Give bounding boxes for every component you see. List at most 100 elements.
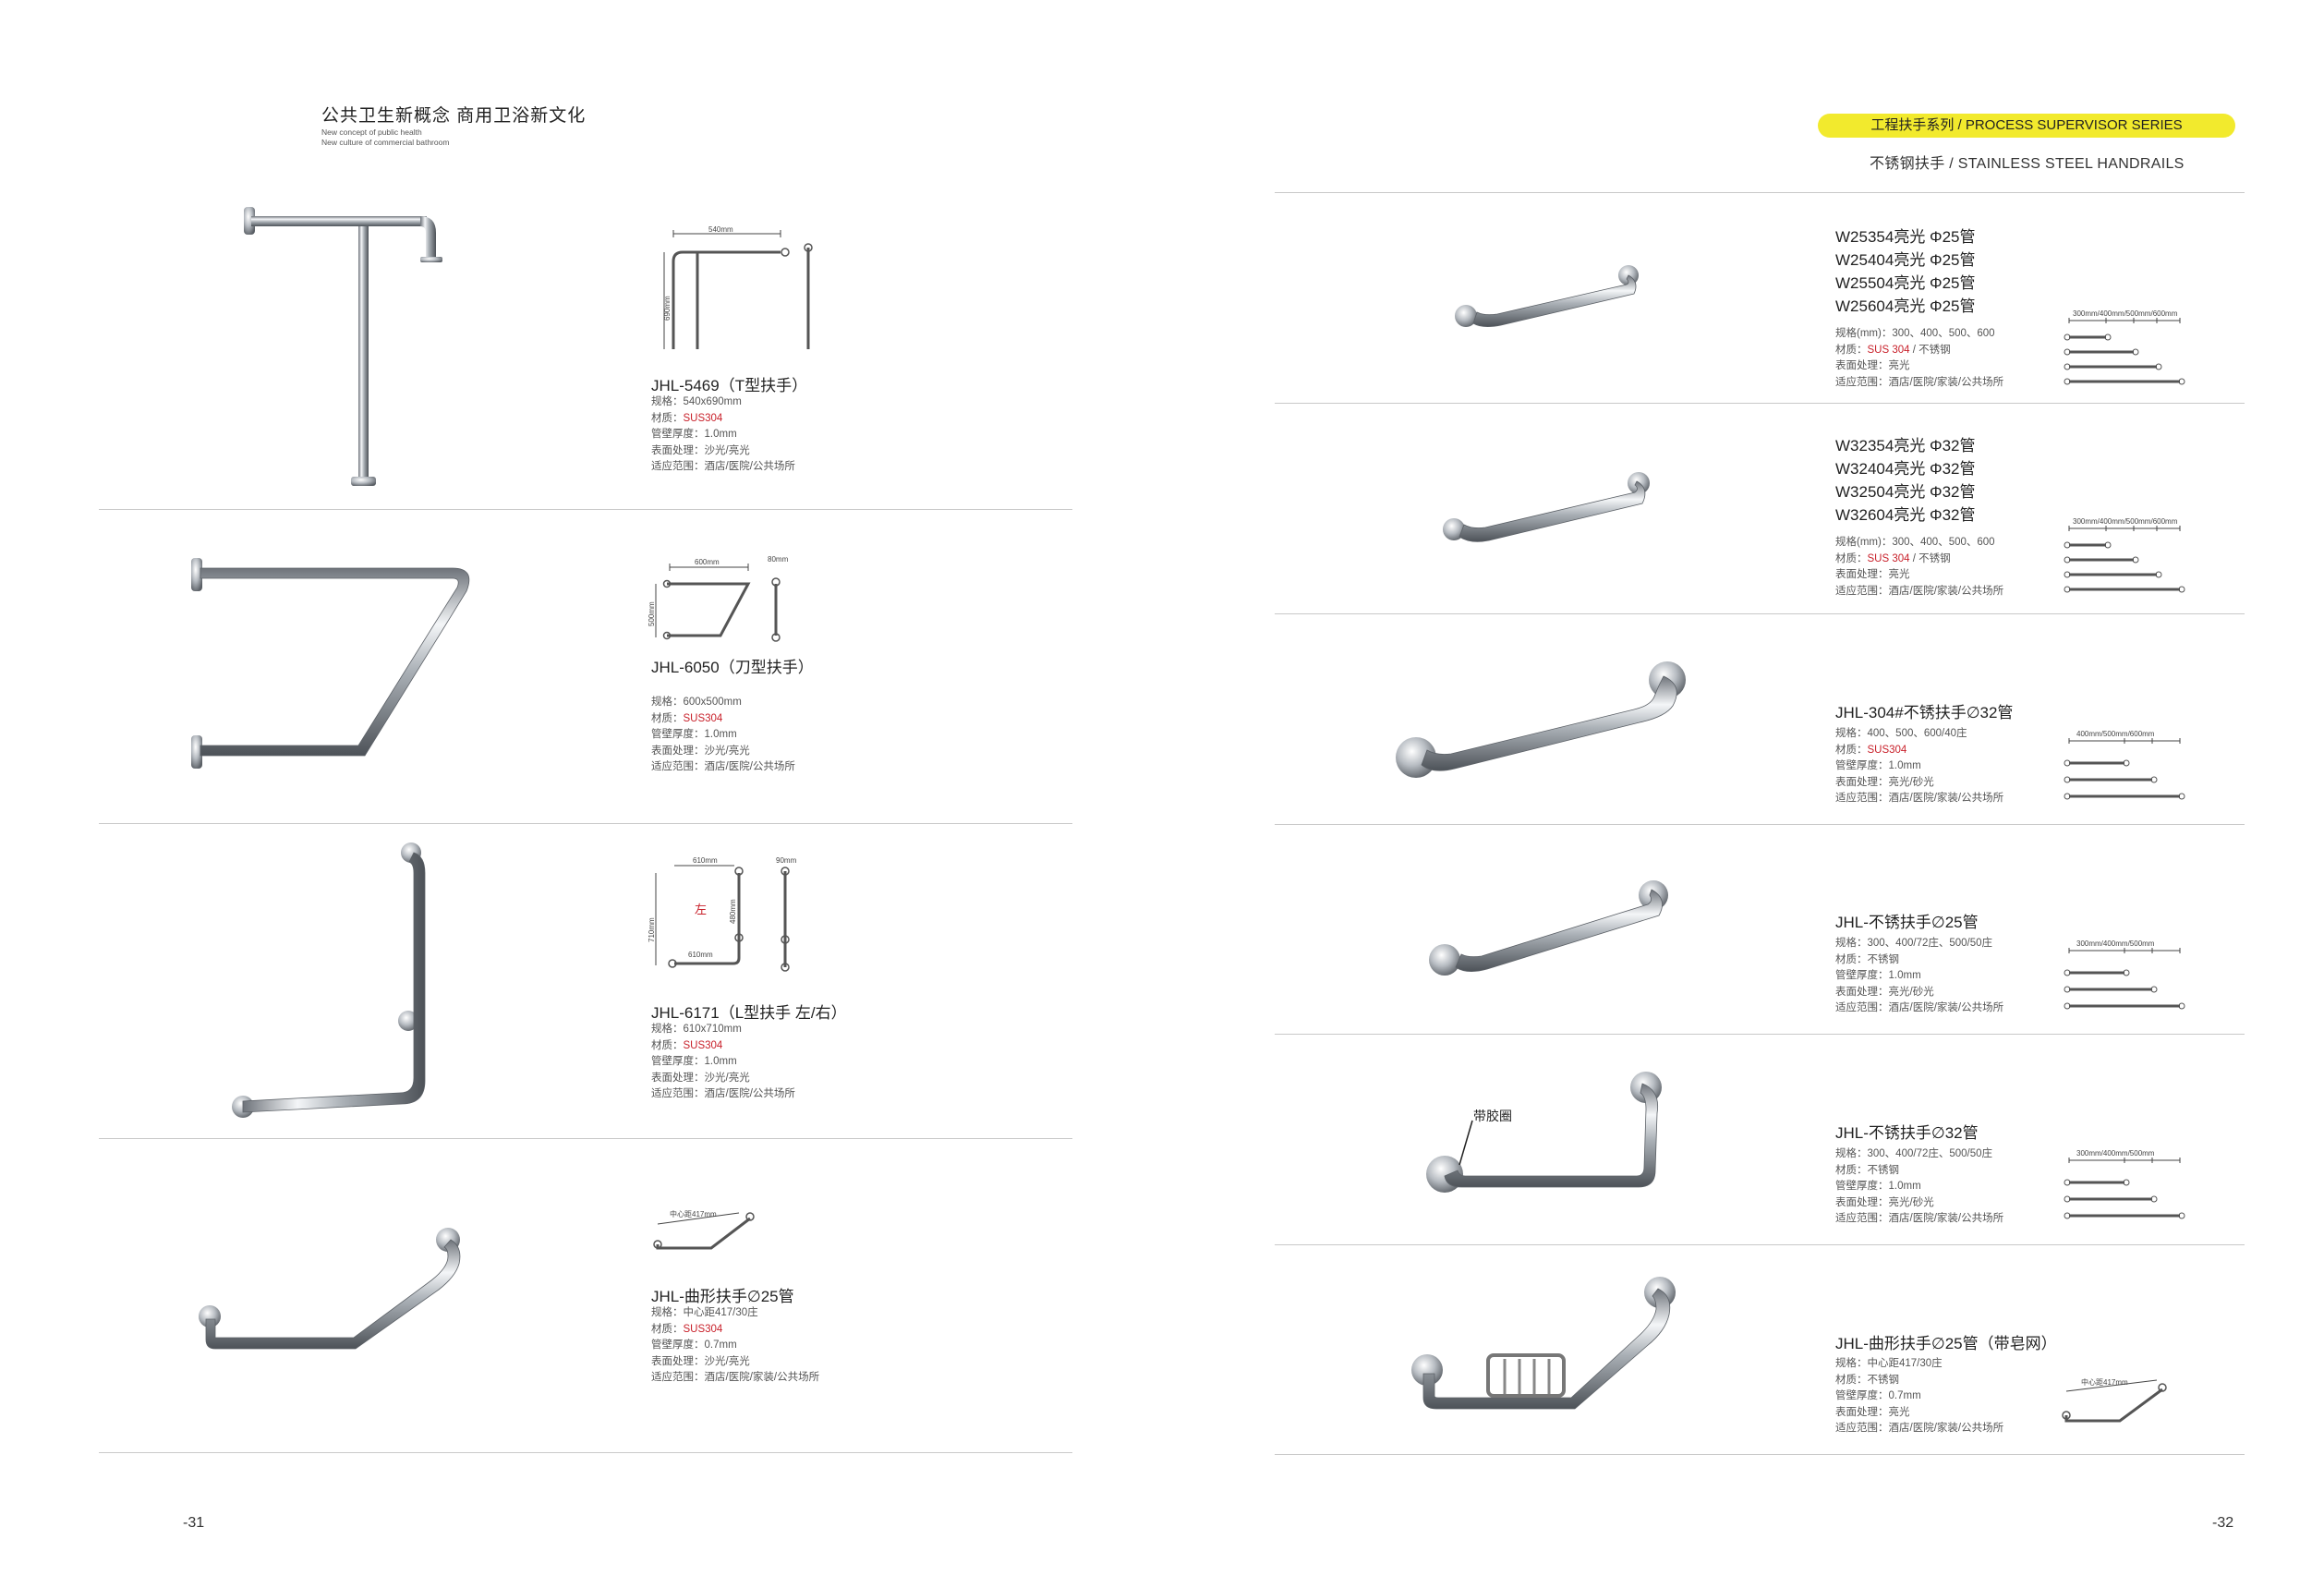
dim-label: 610mm xyxy=(688,951,713,959)
product-photo-grab-bar-32 xyxy=(1443,472,1650,542)
soap-net-icon xyxy=(1486,1353,1566,1398)
size-chart-304-handrail: 400mm/500mm/600mm xyxy=(2064,730,2185,800)
spec-row: 材质：不锈钢 xyxy=(1835,953,1899,965)
model-code: W32354亮光 Φ32管 xyxy=(1835,437,1976,455)
spec-row: 材质：不锈钢 xyxy=(1835,1164,1899,1176)
product-photo-curved-handrail xyxy=(199,1228,461,1350)
product-specs: 规格(mm)：300、400、500、600 材质：SUS 304 / 不锈钢 … xyxy=(1835,326,2003,391)
dim-label: 90mm xyxy=(776,856,797,865)
size-chart-grab-bar-32: 300mm/400mm/500mm/600mm xyxy=(2064,517,2185,593)
dim-label: 400mm/500mm/600mm xyxy=(2076,730,2155,738)
divider xyxy=(1275,1034,2245,1035)
size-chart-stainless-handrail-32: 300mm/400mm/500mm xyxy=(2064,1149,2185,1219)
spec-row: 规格(mm)：300、400、500、600 xyxy=(1835,328,1995,339)
dim-label: 610mm xyxy=(693,856,718,865)
product-specs: 规格：300、400/72庄、500/50庄 材质：不锈钢 管壁厚度：1.0mm… xyxy=(1835,1146,2003,1228)
divider xyxy=(1275,403,2245,404)
model-list: W32354亮光 Φ32管 W32404亮光 Φ32管 W32504亮光 Φ32… xyxy=(1835,434,1976,527)
left-header-subtitle-1: New concept of public health xyxy=(321,127,422,137)
spec-row: 适应范围：酒店/医院/家装/公共场所 xyxy=(1835,1423,2004,1434)
spec-row: 表面处理：亮光/砂光 xyxy=(1835,1196,1934,1208)
spec-row: 规格：中心距417/30庄 xyxy=(1835,1358,1943,1369)
product-title: JHL-曲形扶手∅25管 xyxy=(651,1288,794,1305)
left-header-title: 公共卫生新概念 商用卫浴新文化 xyxy=(321,106,587,126)
model-code: W32504亮光 Φ32管 xyxy=(1835,483,1976,501)
dim-label: 300mm/400mm/500mm xyxy=(2076,1149,2155,1158)
product-specs: 规格：中心距417/30庄 材质：不锈钢 管壁厚度：0.7mm 表面处理：亮光 … xyxy=(1835,1356,2003,1437)
divider xyxy=(99,1452,1072,1453)
spec-row: 材质：SUS 304 / 不锈钢 xyxy=(1835,344,1951,356)
spec-row: 规格(mm)：300、400、500、600 xyxy=(1835,537,1995,548)
page-number-left: -31 xyxy=(183,1515,205,1531)
product-photo-knife-handrail xyxy=(191,558,470,769)
spec-row: 适应范围：酒店/医院/家装/公共场所 xyxy=(1835,1213,2004,1224)
series-banner-text: 工程扶手系列 / PROCESS SUPERVISOR SERIES xyxy=(1870,117,2183,133)
model-code: W25404亮光 Φ25管 xyxy=(1835,251,1976,269)
spec-row: 材质：SUS304 xyxy=(651,1323,723,1335)
dim-label: 中心距417mm xyxy=(670,1209,717,1218)
rubber-ring-callout: 带胶圈 xyxy=(1473,1109,1512,1123)
divider xyxy=(99,1138,1072,1139)
spec-row: 管壁厚度：1.0mm xyxy=(651,729,737,740)
spec-row: 表面处理：亮光/砂光 xyxy=(1835,776,1934,788)
dim-label: 540mm xyxy=(708,225,733,234)
spec-row: 管壁厚度：1.0mm xyxy=(651,1056,737,1067)
dim-label: 710mm xyxy=(648,917,656,942)
model-code: W25504亮光 Φ25管 xyxy=(1835,274,1976,292)
product-specs: 规格：540x690mm 材质：SUS304 管壁厚度：1.0mm 表面处理：沙… xyxy=(651,394,795,476)
series-banner: 工程扶手系列 / PROCESS SUPERVISOR SERIES xyxy=(1818,114,2235,138)
spec-row: 材质：不锈钢 xyxy=(1835,1374,1899,1386)
dimension-drawing-t-handrail: 540mm 690mm xyxy=(663,225,813,349)
dim-label: 300mm/400mm/500mm/600mm xyxy=(2073,309,2178,318)
spec-row: 表面处理：沙光/亮光 xyxy=(651,745,750,757)
product-photo-curved-handrail-soap-net xyxy=(1411,1277,1676,1410)
spec-row: 适应范围：酒店/医院/家装/公共场所 xyxy=(1835,793,2004,804)
spec-row: 表面处理：沙光/亮光 xyxy=(651,1355,750,1367)
dimension-drawing-l-handrail: 610mm 90mm 710mm 左 480mm 610mm xyxy=(648,856,797,972)
divider xyxy=(1275,192,2245,193)
spec-row: 规格：300、400/72庄、500/50庄 xyxy=(1835,938,1993,949)
spec-row: 规格：400、500、600/40庄 xyxy=(1835,728,1967,739)
model-code: W25354亮光 Φ25管 xyxy=(1835,228,1976,246)
size-chart-stainless-handrail-25: 300mm/400mm/500mm xyxy=(2064,939,2185,1010)
divider xyxy=(1275,613,2245,614)
dim-label: 80mm xyxy=(768,555,789,564)
spec-row: 表面处理：亮光 xyxy=(1835,360,1910,371)
dim-label: 300mm/400mm/500mm xyxy=(2076,939,2155,948)
dim-label: 500mm xyxy=(648,601,656,626)
product-specs: 规格：400、500、600/40庄 材质：SUS304 管壁厚度：1.0mm … xyxy=(1835,726,2003,807)
dimension-drawing-curved-handrail-soap-net: 中心距417mm xyxy=(2062,1377,2167,1423)
page-number-right: -32 xyxy=(2212,1515,2234,1531)
spec-row: 适应范围：酒店/医院/家装/公共场所 xyxy=(651,1372,820,1383)
dim-label: 300mm/400mm/500mm/600mm xyxy=(2073,517,2178,526)
spec-row: 管壁厚度：0.7mm xyxy=(1835,1390,1921,1401)
spec-row: 表面处理：沙光/亮光 xyxy=(651,444,750,456)
divider xyxy=(99,509,1072,510)
spec-row: 表面处理：沙光/亮光 xyxy=(651,1072,750,1084)
product-photo-stainless-handrail-25 xyxy=(1429,880,1668,976)
product-title: JHL-5469（T型扶手） xyxy=(651,377,808,394)
spec-row: 适应范围：酒店/医院/家装/公共场所 xyxy=(1835,585,2004,597)
product-specs: 规格(mm)：300、400、500、600 材质：SUS 304 / 不锈钢 … xyxy=(1835,535,2003,600)
product-photo-t-handrail xyxy=(244,207,442,486)
model-list: W25354亮光 Φ25管 W25404亮光 Φ25管 W25504亮光 Φ25… xyxy=(1835,225,1976,318)
divider xyxy=(1275,1244,2245,1245)
spec-row: 材质：SUS 304 / 不锈钢 xyxy=(1835,552,1951,564)
left-mark: 左 xyxy=(695,903,707,916)
dim-label: 中心距417mm xyxy=(2081,1377,2128,1387)
model-code: W25604亮光 Φ25管 xyxy=(1835,297,1976,315)
spec-row: 材质：SUS304 xyxy=(651,412,723,424)
product-title: JHL-不锈扶手∅32管 xyxy=(1835,1124,1979,1142)
spec-row: 材质：SUS304 xyxy=(651,1039,723,1051)
spec-row: 规格：中心距417/30庄 xyxy=(651,1307,758,1318)
spec-row: 管壁厚度：1.0mm xyxy=(1835,760,1921,771)
product-title: JHL-曲形扶手∅25管（带皂网） xyxy=(1835,1335,2057,1352)
product-title: JHL-6171（L型扶手 左/右） xyxy=(651,1004,847,1022)
product-specs: 规格：中心距417/30庄 材质：SUS304 管壁厚度：0.7mm 表面处理：… xyxy=(651,1305,819,1387)
divider xyxy=(1275,824,2245,825)
spec-row: 适应范围：酒店/医院/公共场所 xyxy=(651,1088,795,1099)
spec-row: 材质：SUS304 xyxy=(651,712,723,724)
spec-row: 规格：600x500mm xyxy=(651,697,742,708)
product-title: JHL-304#不锈扶手∅32管 xyxy=(1835,704,2014,721)
dim-label: 480mm xyxy=(729,899,737,924)
